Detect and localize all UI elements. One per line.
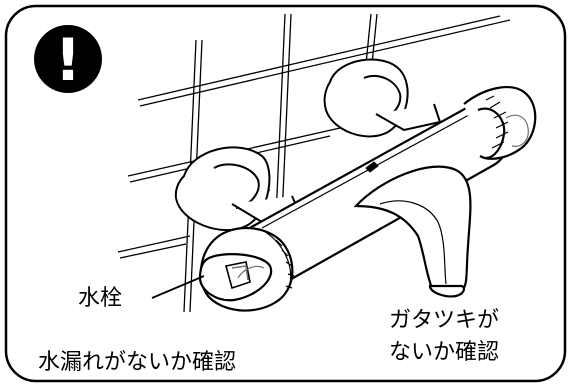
wobble-check-label-line-2: ないか確認 [389, 340, 500, 365]
leak-check-label: 水漏れがないか確認 [38, 350, 237, 375]
exclamation-mandatory-icon: ! [34, 25, 102, 94]
illustration-frame [4, 4, 567, 383]
wobble-check-label-line-1: ガタツキが [389, 308, 500, 333]
right-wall-elbow [323, 58, 442, 138]
faucet-leader-line [151, 275, 205, 299]
faucet-label: 水栓 [78, 286, 123, 311]
temperature-handle [463, 86, 537, 160]
spout [353, 165, 472, 298]
exclamation-glyph: ! [55, 26, 81, 94]
flow-handle [198, 227, 295, 312]
